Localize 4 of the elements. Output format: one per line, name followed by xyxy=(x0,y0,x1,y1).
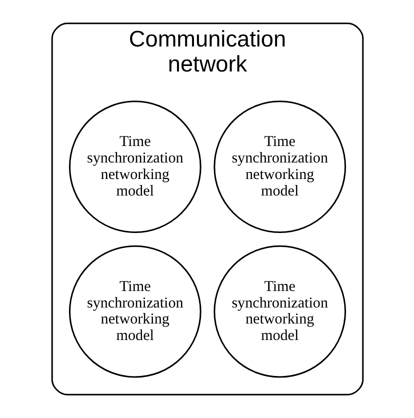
node-circle: Time synchronization networking model xyxy=(213,245,346,378)
node-circle: Time synchronization networking model xyxy=(68,100,201,234)
node-circle: Time synchronization networking model xyxy=(213,100,346,234)
node-circle: Time synchronization networking model xyxy=(68,245,201,378)
